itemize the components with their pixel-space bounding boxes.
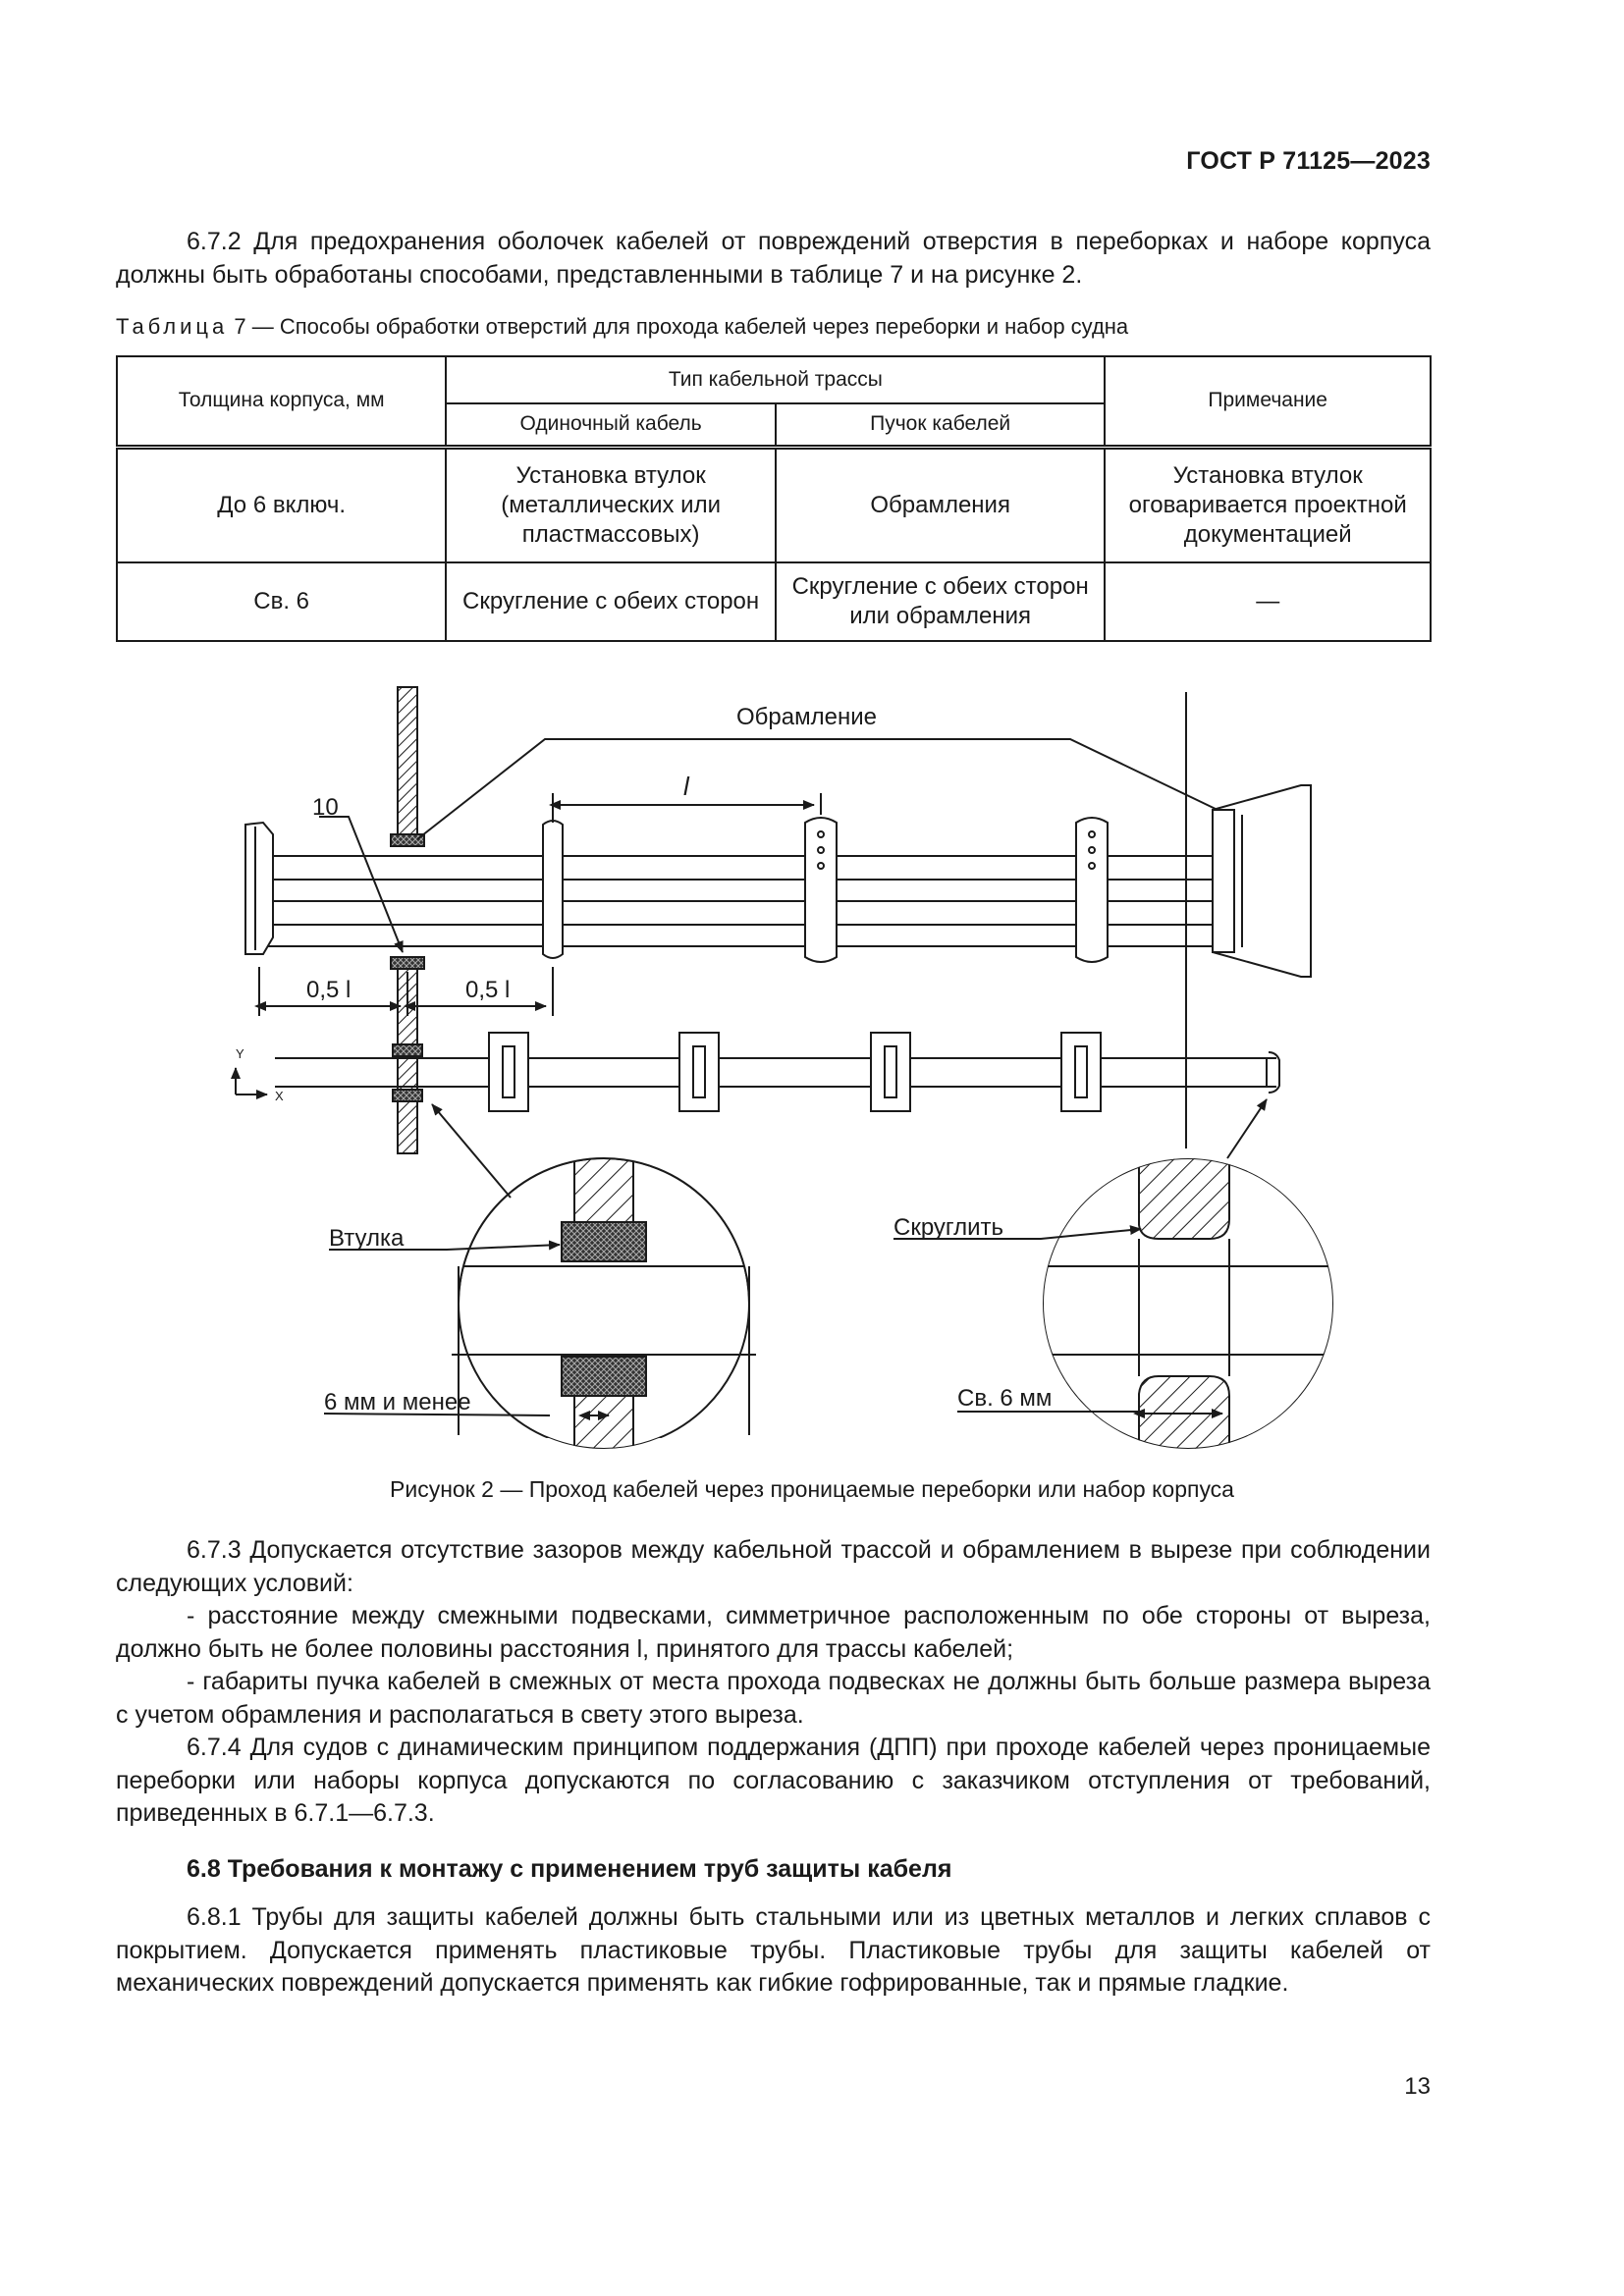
paragraph-6-7-2-text: 6.7.2 Для предохранения оболочек кабелей… bbox=[116, 228, 1431, 289]
label-framing: Обрамление bbox=[736, 704, 877, 730]
paragraph-bullet-1: - расстояние между смежными подвесками, … bbox=[116, 1602, 1431, 1663]
paragraph-bullet-2: - габариты пучка кабелей в смежных от ме… bbox=[116, 1668, 1431, 1729]
label-axis-y: Y bbox=[236, 1046, 244, 1061]
paragraph-6-7-3: 6.7.3 Допускается отсутствие зазоров меж… bbox=[116, 1536, 1431, 1597]
cell-thickness: Св. 6 bbox=[115, 561, 448, 642]
header-cable-bundle: Пучок кабелей bbox=[774, 402, 1107, 448]
section-heading-6-8: 6.8 Требования к монтажу с применением т… bbox=[187, 1855, 952, 1883]
document-header: ГОСТ Р 71125—2023 bbox=[1186, 147, 1431, 175]
table-7: Толщина корпуса, мм Тип кабельной трассы… bbox=[115, 355, 1432, 642]
paragraph-6-7-2: 6.7.2 Для предохранения оболочек кабелей… bbox=[116, 226, 1431, 292]
label-half-l-right: 0,5 l bbox=[465, 977, 510, 1003]
paragraph-6-8-1-text: 6.8.1 Трубы для защиты кабелей должны бы… bbox=[116, 1903, 1431, 1997]
label-6mm-less: 6 мм и менее bbox=[324, 1389, 471, 1415]
table-caption-text: 7 — Способы обработки отверстий для прох… bbox=[228, 314, 1129, 339]
header-route-type: Тип кабельной трассы bbox=[445, 355, 1107, 404]
cell-bundle: Скругление с обеих сторон или обрамления bbox=[774, 561, 1107, 642]
paragraphs-6-7-3-6-7-4: 6.7.3 Допускается отсутствие зазоров меж… bbox=[116, 1534, 1431, 1831]
label-10: 10 bbox=[312, 794, 339, 821]
figure-2-drawing: Обрамление l 10 0,5 l 0,5 l Y X Втулка 6… bbox=[231, 686, 1333, 1449]
label-l: l bbox=[683, 772, 690, 801]
label-over-6mm: Св. 6 мм bbox=[957, 1385, 1052, 1412]
cell-bundle: Обрамления bbox=[774, 444, 1107, 563]
paragraph-6-8-1: 6.8.1 Трубы для защиты кабелей должны бы… bbox=[116, 1901, 1431, 2001]
page-number: 13 bbox=[1404, 2073, 1431, 2100]
figure-caption: Рисунок 2 — Проход кабелей через проница… bbox=[390, 1476, 1234, 1502]
label-half-l-left: 0,5 l bbox=[306, 977, 351, 1003]
label-bushing: Втулка bbox=[329, 1225, 405, 1252]
header-note: Примечание bbox=[1104, 355, 1432, 448]
table-caption-word: Таблица bbox=[116, 314, 229, 339]
table-caption: Таблица 7 — Способы обработки отверстий … bbox=[116, 314, 1128, 340]
table-row: До 6 включ. Установка втулок (металличес… bbox=[115, 444, 1432, 563]
header-thickness: Толщина корпуса, мм bbox=[115, 355, 448, 448]
cell-single: Скругление с обеих сторон bbox=[445, 561, 777, 642]
cell-single: Установка втулок (металлических или плас… bbox=[445, 444, 777, 563]
cell-note: Установка втулок оговаривается проектной… bbox=[1104, 444, 1432, 563]
cell-note: — bbox=[1104, 561, 1432, 642]
header-single-cable: Одиночный кабель bbox=[445, 402, 777, 448]
label-axis-x: X bbox=[275, 1089, 284, 1103]
table-row: Св. 6 Скругление с обеих сторон Скруглен… bbox=[115, 561, 1432, 642]
label-round: Скруглить bbox=[893, 1214, 1003, 1241]
paragraph-6-7-4: 6.7.4 Для судов с динамическим принципом… bbox=[116, 1734, 1431, 1827]
cell-thickness: До 6 включ. bbox=[115, 444, 448, 563]
